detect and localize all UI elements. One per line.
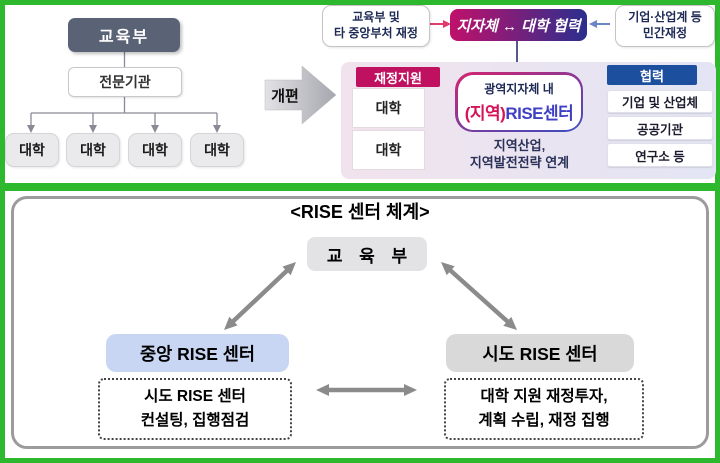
funding-support-badge: 재정지원: [356, 67, 440, 87]
reorganization-diagram: 교육부 전문기관 대학 대학 대학 대학 개편 교육부 및 타 중앙부처 재정 …: [0, 0, 720, 189]
partner-box: 공공기관: [607, 116, 713, 140]
diagram-frame: [11, 196, 709, 449]
regional-strategy-caption: 지역산업, 지역발전전략 연계: [469, 138, 570, 170]
private-funding-box: 기업·산업계 등 민간재정: [615, 5, 715, 47]
funded-university-box: 대학: [352, 88, 425, 128]
university-box: 대학: [128, 133, 182, 167]
rise-center-system-diagram: <RISE 센터 체계> 교 육 부 중앙 RISE 센터 시도 RISE 센터…: [0, 185, 720, 463]
cooperation-badge: 협력: [607, 65, 697, 85]
partner-box: 기업 및 산업체: [607, 90, 713, 113]
cooperation-title-box: 지자체 ↔ 대학 협력: [450, 9, 587, 41]
central-rise-center-box: 중앙 RISE 센터: [106, 334, 289, 372]
partner-box: 연구소 등: [607, 143, 713, 167]
agency-box: 전문기관: [68, 67, 182, 97]
ministry-box: 교육부: [68, 18, 180, 52]
sido-rise-center-box: 시도 RISE 센터: [446, 334, 634, 372]
rise-center-line2: (지역)RISE센터: [465, 99, 574, 124]
rise-center-line1: 광역지자체 내: [484, 82, 554, 96]
ministry-box-bottom: 교 육 부: [307, 237, 427, 271]
relation-arrows: [224, 262, 517, 396]
reform-arrow-label: 개편: [271, 88, 299, 105]
diagram-title: <RISE 센터 체계>: [290, 202, 430, 222]
central-center-role-box: 시도 RISE 센터 컨설팅, 집행점검: [98, 378, 292, 440]
university-box: 대학: [190, 133, 244, 167]
reform-arrow: [264, 65, 337, 125]
rise-panel: 재정지원 대학 대학 광역지자체 내 (지역)RISE센터 지역산업, 지역발전…: [341, 62, 716, 179]
funded-university-box: 대학: [352, 130, 425, 170]
rise-center-name: RISE센터: [505, 104, 574, 123]
rise-center-box: 광역지자체 내 (지역)RISE센터: [455, 72, 583, 132]
university-box: 대학: [5, 133, 59, 167]
sido-center-role-box: 대학 지원 재정투자, 계획 수립, 재정 집행: [444, 378, 644, 440]
university-box: 대학: [66, 133, 120, 167]
gov-funding-box: 교육부 및 타 중앙부처 재정: [322, 5, 430, 47]
region-prefix: (지역): [464, 104, 506, 123]
